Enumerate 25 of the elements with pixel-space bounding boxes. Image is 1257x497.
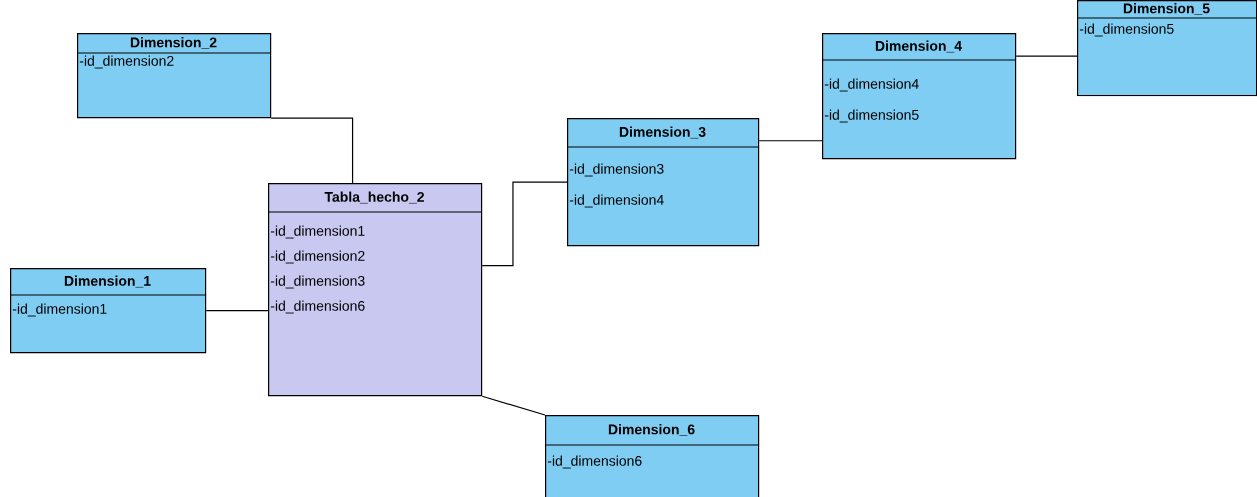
connector-line (205, 310, 269, 312)
attribute: -id_dimension1 (12, 303, 107, 317)
class-name: Dimension_2 (130, 37, 217, 49)
class-name: Dimension_4 (875, 40, 962, 53)
attribute: -id_dimension6 (270, 300, 365, 314)
class-name: Tabla_hecho_2 (324, 191, 424, 204)
connector-line (1015, 55, 1078, 57)
connector-line (270, 117, 354, 184)
attribute: -id_dimension4 (824, 78, 919, 92)
attribute: -id_dimension4 (569, 194, 664, 208)
attribute: -id_dimension3 (270, 275, 365, 289)
attribute: -id_dimension5 (824, 109, 919, 123)
connector-line (758, 140, 823, 142)
class-name: Dimension_3 (619, 126, 706, 139)
class-name: Dimension_6 (608, 424, 695, 436)
class-name: Dimension_5 (1123, 3, 1210, 15)
attribute: -id_dimension1 (270, 225, 365, 239)
connector-line (481, 181, 568, 267)
attribute: -id_dimension2 (270, 250, 365, 264)
attribute: -id_dimension6 (547, 455, 642, 469)
connector-line (481, 395, 546, 416)
attribute: -id_dimension5 (1079, 23, 1174, 37)
class-name: Dimension_1 (64, 275, 151, 288)
attribute: -id_dimension3 (569, 163, 664, 177)
attribute: -id_dimension2 (79, 55, 174, 69)
